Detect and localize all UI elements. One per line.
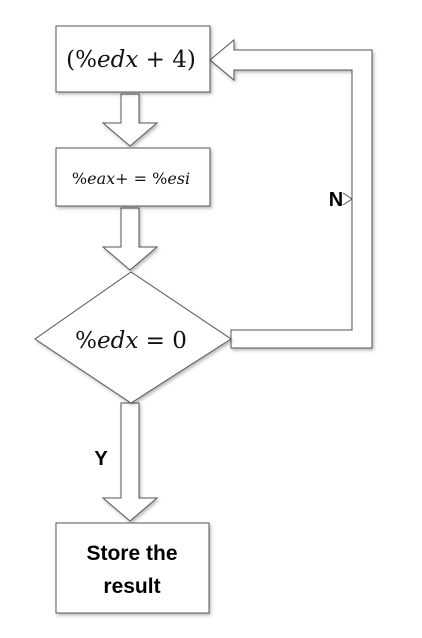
loop-back-connector (209, 38, 373, 349)
step2-box (55, 147, 211, 207)
step2-expression: %eax+ = %esi (72, 169, 190, 188)
end-line-1: Store the (86, 542, 177, 565)
decision-expression: %edx = 0 (75, 328, 187, 354)
end-line-2: result (103, 575, 160, 598)
arrow-step2-to-decision (101, 207, 159, 271)
decision-diamond (34, 271, 232, 404)
arrow-step1-to-step2 (101, 93, 159, 147)
arrow-decision-to-end (101, 402, 159, 522)
end-box (55, 522, 210, 614)
loop-chevron (342, 192, 353, 206)
yes-branch-label: Y (94, 448, 108, 470)
no-branch-label: N (329, 189, 343, 211)
step1-expression: (%edx + 4) (66, 47, 196, 73)
step1-box (55, 25, 211, 93)
